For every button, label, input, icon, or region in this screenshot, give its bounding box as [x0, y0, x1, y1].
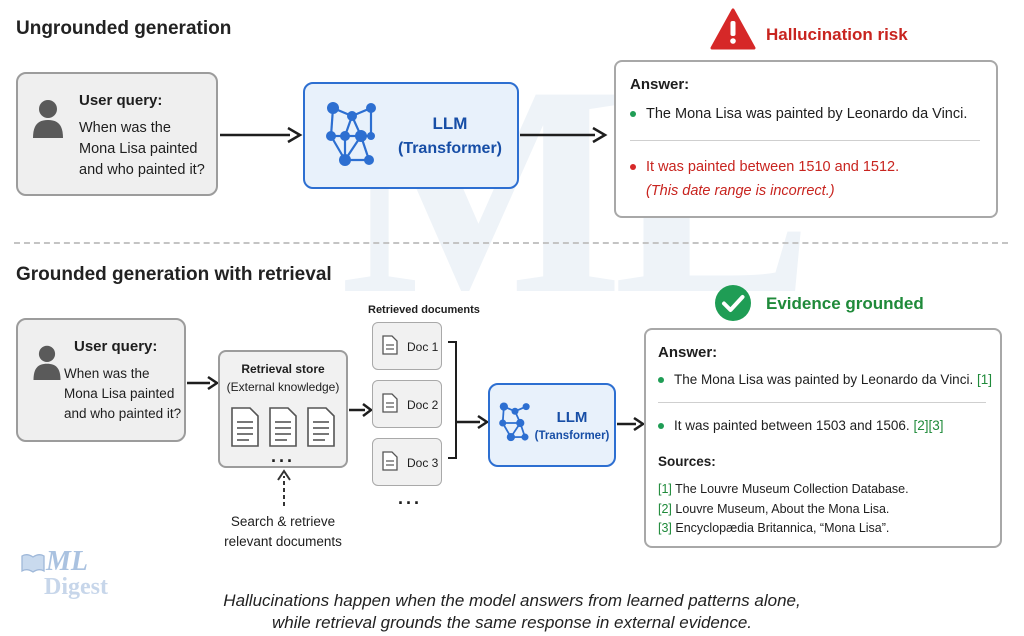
- evidence-grounded-label: Evidence grounded: [766, 294, 924, 313]
- green-bullet-icon: [630, 111, 636, 118]
- grounded-answer-box: Answer: The Mona Lisa was painted by Leo…: [644, 328, 1002, 548]
- retrieval-store-title: Retrieval store: [241, 362, 325, 376]
- green-bullet-icon: [658, 377, 664, 384]
- user-query-box-grounded: User query: When was the Mona Lisa paint…: [16, 318, 186, 442]
- red-bullet-icon: [630, 164, 636, 171]
- check-circle-icon: [714, 284, 752, 327]
- arrow-query-to-llm: [220, 126, 303, 144]
- document-icon: [382, 335, 398, 355]
- user-query-heading: User query:: [74, 338, 158, 355]
- answer-line-incorrect: It was painted between 1510 and 1512.: [630, 159, 899, 175]
- book-icon: [21, 554, 45, 573]
- llm-subtitle: (Transformer): [397, 140, 503, 157]
- document-icon: [382, 393, 398, 413]
- section-divider: [14, 242, 1008, 244]
- document-stack-icon: [228, 404, 340, 455]
- source-item: [3] Encyclopædia Britannica, “Mona Lisa”…: [658, 521, 890, 535]
- grounded-section-title: Grounded generation with retrieval: [16, 264, 332, 285]
- document-card: Doc 1: [372, 322, 442, 370]
- retrieved-documents-label: Retrieved documents: [368, 304, 480, 316]
- search-arrow: [277, 469, 291, 506]
- bracket-arrow-to-llm: [448, 341, 490, 459]
- more-documents-dots: ...: [270, 446, 295, 466]
- arrow-llm-to-answer: [520, 126, 608, 144]
- llm-box: LLM (Transformer): [303, 82, 519, 189]
- search-retrieve-caption: Search & retrieve relevant documents: [224, 514, 342, 549]
- ungrounded-section-title: Ungrounded generation: [16, 18, 232, 39]
- document-label: Doc 1: [407, 340, 439, 354]
- llm-title: LLM: [556, 409, 588, 426]
- answer-heading: Answer:: [630, 76, 690, 93]
- divider: [658, 402, 986, 403]
- green-bullet-icon: [658, 423, 664, 430]
- source-item: [1] The Louvre Museum Collection Databas…: [658, 482, 909, 496]
- user-icon: [32, 98, 64, 143]
- user-query-text: When was the Mona Lisa painted and who p…: [64, 366, 182, 421]
- llm-box-grounded: LLM (Transformer): [488, 383, 616, 467]
- arrow-store-to-docs: [349, 403, 374, 417]
- more-documents-dots: ...: [398, 488, 423, 508]
- divider: [630, 140, 980, 141]
- document-icon: [382, 451, 398, 471]
- user-query-box: User query: When was the Mona Lisa paint…: [16, 72, 218, 196]
- neural-network-icon: [323, 100, 381, 177]
- warning-icon: [710, 8, 756, 55]
- answer-line-correct: The Mona Lisa was painted by Leonardo da…: [630, 106, 967, 122]
- document-card: Doc 3: [372, 438, 442, 486]
- sources-heading: Sources:: [658, 454, 716, 469]
- answer-heading: Answer:: [658, 344, 718, 361]
- user-icon: [32, 344, 62, 385]
- document-label: Doc 2: [407, 398, 439, 412]
- arrow-query-to-store: [187, 375, 220, 391]
- document-card: Doc 2: [372, 380, 442, 428]
- user-query-heading: User query:: [79, 92, 163, 109]
- llm-title: LLM: [432, 114, 468, 133]
- arrow-llm-to-answer: [617, 416, 646, 432]
- caption: Hallucinations happen when the model ans…: [223, 591, 801, 632]
- user-query-text: When was the Mona Lisa painted and who p…: [79, 120, 205, 178]
- sources-list: [1] The Louvre Museum Collection Databas…: [658, 480, 909, 539]
- retrieval-store-subtitle: (External knowledge): [226, 380, 340, 394]
- neural-network-icon: [498, 399, 532, 452]
- llm-subtitle: (Transformer): [534, 430, 610, 442]
- incorrect-note: (This date range is incorrect.): [646, 183, 835, 199]
- answer-box: Answer: The Mona Lisa was painted by Leo…: [614, 60, 998, 218]
- document-label: Doc 3: [407, 456, 439, 470]
- answer-line-2: It was painted between 1503 and 1506. [2…: [658, 418, 943, 433]
- source-item: [2] Louvre Museum, About the Mona Lisa.: [658, 501, 890, 516]
- hallucination-risk-label: Hallucination risk: [766, 25, 908, 44]
- answer-line-1: The Mona Lisa was painted by Leonardo da…: [658, 372, 992, 387]
- retrieval-store-box: Retrieval store (External knowledge) ...: [218, 350, 348, 468]
